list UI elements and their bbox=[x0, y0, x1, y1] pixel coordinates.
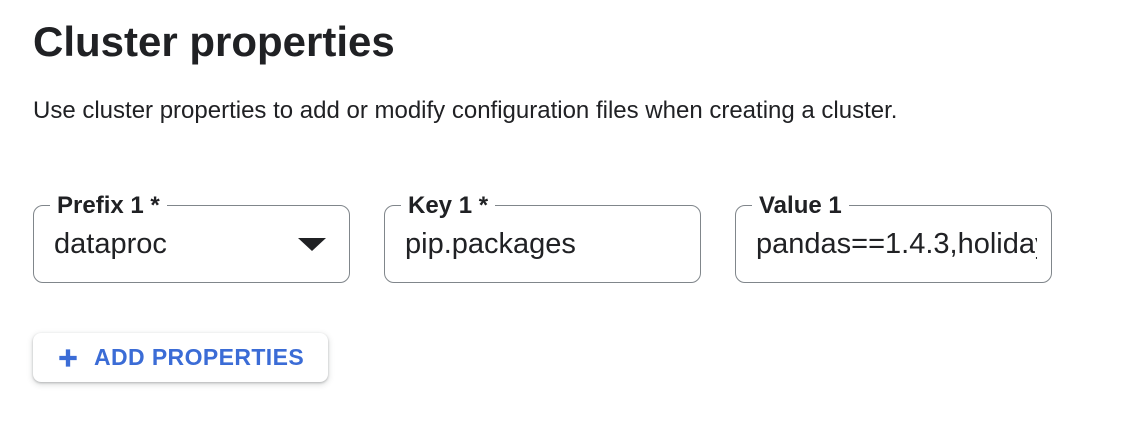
prefix-field-label: Prefix 1 * bbox=[50, 192, 167, 220]
value-input[interactable] bbox=[736, 206, 1051, 282]
add-properties-label: ADD PROPERTIES bbox=[94, 344, 305, 370]
prefix-field-value: dataproc bbox=[54, 228, 167, 260]
prefix-dropdown[interactable]: Prefix 1 * dataproc bbox=[33, 192, 350, 283]
add-properties-button[interactable]: ADD PROPERTIES bbox=[33, 333, 329, 382]
cluster-properties-section: Cluster properties Use cluster propertie… bbox=[33, 18, 1089, 382]
plus-icon bbox=[59, 348, 77, 367]
property-row: Prefix 1 * dataproc Key 1 * Value 1 bbox=[33, 192, 1089, 283]
section-description: Use cluster properties to add or modify … bbox=[33, 97, 898, 124]
key-input[interactable] bbox=[385, 206, 700, 282]
key-field: Key 1 * bbox=[384, 192, 701, 283]
page-title: Cluster properties bbox=[33, 18, 395, 65]
value-field: Value 1 bbox=[735, 192, 1052, 283]
chevron-down-icon[interactable] bbox=[298, 238, 326, 251]
